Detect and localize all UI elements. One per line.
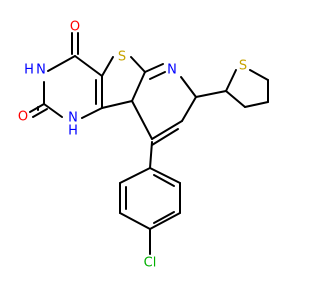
atom-s-core: S [118,50,126,65]
bond-c5-c9b [131,100,153,140]
atom-h-amide: H [68,124,78,139]
bond-c7-c6 [181,96,197,122]
bond-c2-n1 [43,103,63,118]
bond-aryl-c1-c2 [119,167,151,184]
bond-c7-thienyl [195,90,227,98]
bond-aryl-c4-c5 [149,212,181,230]
bond-aryl-inner-3 [153,174,175,187]
bond-c5-aryl [149,141,153,169]
bond-c4a-s [101,56,114,77]
bond-c9a-n [144,63,164,73]
atom-o-bottom: O [18,110,28,125]
atom-n-amide: N [68,111,78,126]
atom-o-top: O [70,20,80,35]
atom-n-imide: N [36,63,46,78]
bond-aryl-c3-c4 [119,212,151,230]
bond-thienyl-c2-c3 [225,90,246,108]
bond-thienyl-s-c2 [225,69,237,92]
bond-aryl-inner-2 [153,211,175,224]
bond-n1-c8a [81,107,103,119]
atom-s-thiophene: S [239,59,247,74]
bond-c4-n3 [47,55,76,72]
atom-label-layer: O O N H N H S N S Cl [18,20,247,271]
bond-thienyl-c3-c4 [244,101,269,108]
bond-c6-c5-double [151,128,179,146]
bond-c6-c5 [151,120,183,140]
bond-c2-o-double [32,108,48,118]
molecule-diagram: O O N H N H S N S Cl [18,20,269,271]
bond-thienyl-c5-s [249,69,269,81]
bond-c9a-n-double [149,71,166,80]
bond-layer [29,32,269,255]
bond-c9b-c8a [101,100,133,109]
bond-c9a-c9b [131,71,146,102]
bond-n-c7 [180,76,197,98]
atom-h-imide: H [24,63,34,78]
atom-cl: Cl [144,256,157,271]
bond-aryl-c6-c1 [149,167,181,184]
atom-n-pyridine: N [167,63,177,78]
bond-c4a-c4 [74,55,103,77]
bond-s-c9a [130,56,146,73]
bond-c2-o [29,103,45,113]
